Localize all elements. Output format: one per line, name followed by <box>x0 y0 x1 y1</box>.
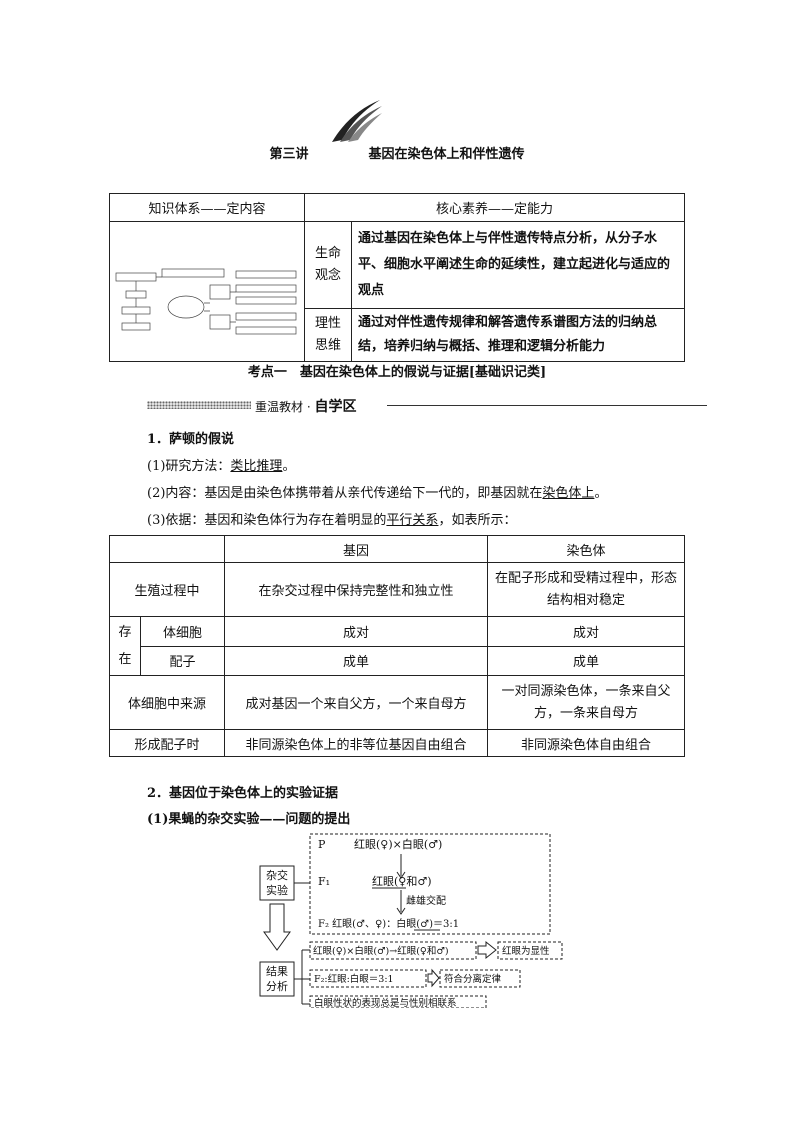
band-label: 重温教材 · 自学区 <box>255 396 356 416</box>
knowledge-map-image <box>109 221 305 362</box>
lecture-topic: 基因在染色体上和伴性遗传 <box>368 147 525 162</box>
corner-cell <box>109 535 225 563</box>
result-text-2: F₂:红眼:白眼＝3:1 <box>314 973 394 985</box>
part2-heading: 2．基因位于染色体上的实验证据 <box>147 786 339 801</box>
part1-heading: 1．萨顿的假说 <box>147 432 235 447</box>
underlined-text: 平行关系 <box>386 513 439 528</box>
part2-sub1: (1)果蝇的杂交实验——问题的提出 <box>147 812 351 827</box>
result-row-3 <box>309 995 487 1008</box>
p-label: P <box>318 838 326 851</box>
lecture-number: 第三讲 <box>269 147 309 162</box>
competence-header: 核心素养——定能力 <box>304 193 685 222</box>
cell-chromosome: 一对同源染色体，一条来自父方，一条来自母方 <box>487 675 685 730</box>
result-box-label: 分析 <box>266 979 288 993</box>
label-line: 在 <box>118 652 132 667</box>
result-out-text-2: 符合分离定律 <box>444 973 502 985</box>
cross-box-label: 实验 <box>266 883 288 897</box>
cell-gene: 成对基因一个来自父方，一个来自母方 <box>224 675 488 730</box>
label-line: 生命 <box>314 246 341 261</box>
life-concept-text: 通过基因在染色体上与伴性遗传特点分析，从分子水平、细胞水平阐述生命的延续性，建立… <box>351 221 685 309</box>
section-band: 重温教材 · 自学区 <box>147 398 707 415</box>
cross-box-label: 杂交 <box>266 868 288 882</box>
cell-gene: 非同源染色体上的非等位基因自由组合 <box>224 729 488 757</box>
overview-table: 知识体系——定内容 核心素养——定能力 <box>109 193 685 362</box>
result-row-1 <box>309 941 477 960</box>
swoosh-logo <box>332 100 382 142</box>
result-out-1 <box>497 941 563 960</box>
row-label: 配子 <box>140 645 225 676</box>
result-out-text-1: 红眼为显性 <box>502 945 550 957</box>
label-line: 思维 <box>314 338 341 353</box>
part1-item2: (2)内容：基因是由染色体携带着从亲代传递给下一代的，即基因就在染色体上。 <box>147 482 607 501</box>
band-rule <box>387 405 707 406</box>
text: 。 <box>594 486 608 501</box>
cell-chromosome: 在配子形成和受精过程中，形态结构相对稳定 <box>487 562 685 617</box>
arrowhead-icon <box>396 871 406 915</box>
f2-text: F₂ 红眼(♂、♀)：白眼(♂)＝3:1 <box>318 917 459 930</box>
cell-chromosome: 非同源染色体自由组合 <box>487 729 685 757</box>
cell-gene: 成单 <box>224 645 488 676</box>
label-life-concept: 生命 观念 <box>304 221 352 309</box>
result-text-1: 红眼(♀)×白眼(♂)→红眼(♀和♂) <box>313 945 449 957</box>
result-out-2 <box>439 969 521 988</box>
underline-mark <box>372 887 440 931</box>
underlined-text: 染色体上 <box>542 486 595 501</box>
row-label: 形成配子时 <box>109 729 225 757</box>
part1-item3: (3)依据：基因和染色体行为存在着明显的平行关系，如表所示： <box>147 509 516 528</box>
f1-text: 红眼(♀和♂) <box>372 875 432 888</box>
knowledge-header: 知识体系——定内容 <box>109 193 305 222</box>
row-label: 体细胞中来源 <box>109 675 225 730</box>
bracket-line <box>294 949 310 1005</box>
result-text-3: 白眼性状的表现总是与性别相联系 <box>314 997 457 1008</box>
text: (1)研究方法： <box>147 459 231 474</box>
text: (2)内容：基因是由染色体携带着从亲代传递给下一代的，即基因就在 <box>147 486 543 501</box>
cell-chromosome: 成对 <box>487 616 685 647</box>
row-label: 体细胞 <box>140 616 225 647</box>
label-rational-thinking: 理性 思维 <box>304 308 352 362</box>
result-row-2 <box>309 969 427 988</box>
label-line: 存 <box>118 625 132 640</box>
rational-thinking-text: 通过对伴性遗传规律和解答遗传系谱图方法的归纳总结，培养归纳与概括、推理和逻辑分析… <box>351 308 685 362</box>
label-line: 理性 <box>314 316 341 331</box>
right-arrow-icon <box>477 940 497 960</box>
down-arrow-icon <box>263 903 291 951</box>
cell-chromosome: 成单 <box>487 645 685 676</box>
label-line: 观念 <box>314 268 341 283</box>
row-label: 生殖过程中 <box>109 562 225 617</box>
header-gene: 基因 <box>224 535 488 563</box>
result-box-label: 结果 <box>266 965 288 978</box>
gene-chromosome-table: 基因 染色体 生殖过程中 在杂交过程中保持完整性和独立性 在配子形成和受精过程中… <box>109 535 685 757</box>
p-text: 红眼(♀)×白眼(♂) <box>354 837 442 851</box>
text: ，如表所示： <box>438 513 517 528</box>
underlined-text: 类比推理 <box>230 459 283 474</box>
cell-gene: 成对 <box>224 616 488 647</box>
fruitfly-cross-diagram: 杂交 实验 结果 分析 P 红眼(♀)×白眼(♂) F₁ 红眼(♀和♂) 雌雄交… <box>259 833 563 1008</box>
exist-label: 存 在 <box>109 616 141 676</box>
section-title: 考点一 基因在染色体上的假说与证据[基础识记类] <box>247 365 547 380</box>
page-title: 第三讲 基因在染色体上和伴性遗传 <box>0 143 794 162</box>
text: (3)依据：基因和染色体行为存在着明显的 <box>147 513 387 528</box>
right-arrow-icon <box>427 968 440 988</box>
band-emph: 自学区 <box>314 399 357 415</box>
part1-item1: (1)研究方法：类比推理。 <box>147 455 295 474</box>
mate-text: 雌雄交配 <box>406 894 446 907</box>
dotted-pattern <box>147 401 251 409</box>
text: 。 <box>282 459 296 474</box>
f1-label: F₁ <box>318 875 330 888</box>
cross-dashed-box <box>309 833 551 935</box>
header-chromosome: 染色体 <box>487 535 685 563</box>
band-prefix: 重温教材 · <box>255 400 315 414</box>
cell-gene: 在杂交过程中保持完整性和独立性 <box>224 562 488 617</box>
